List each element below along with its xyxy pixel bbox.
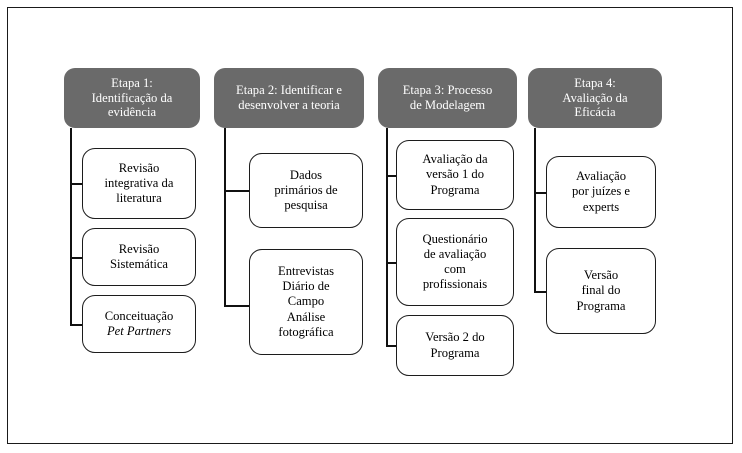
connector-trunk-etapa-3	[386, 128, 388, 347]
node-line: Questionário	[422, 231, 488, 246]
node-line: Pet Partners	[106, 324, 171, 338]
node-line: Diário de	[282, 279, 330, 294]
node-line: Sistemática	[109, 257, 169, 271]
node-line: integrativa da	[104, 175, 174, 190]
node-line: primários de	[274, 182, 338, 197]
node-line: Versão	[583, 268, 619, 283]
connector-stub-questionario-avaliacao	[386, 262, 396, 264]
connector-trunk-etapa-2	[224, 128, 226, 307]
node-line: com	[444, 262, 466, 276]
header-line: Avaliação da	[562, 90, 628, 105]
connector-stub-avaliacao-juizes-experts	[534, 192, 546, 194]
node-line: pesquisa	[284, 198, 328, 213]
connector-stub-versao-2-programa	[386, 345, 396, 347]
header-line: Eficácia	[574, 105, 616, 120]
node-line: Campo	[287, 294, 325, 309]
header-line: Identificação da	[91, 90, 173, 105]
connector-trunk-etapa-1	[70, 128, 72, 326]
node-line: Versão 2 do	[425, 330, 485, 345]
node-line: Programa	[430, 345, 480, 360]
connector-stub-entrevistas-diario-analise	[224, 305, 249, 307]
header-line: Etapa 2: Identificar e	[236, 83, 342, 98]
node-line: Programa	[576, 298, 626, 313]
node-line: experts	[582, 199, 620, 214]
node-line: Avaliação da	[422, 152, 488, 167]
node-line: Revisão	[118, 160, 160, 175]
connector-stub-conceituacao-pet-partners	[70, 324, 82, 326]
node-line: Dados	[289, 167, 323, 182]
connector-stub-dados-primarios	[224, 190, 249, 192]
node-line: versão 1 do	[425, 167, 485, 182]
node-line: de avaliação	[423, 246, 487, 261]
node-line: Análise	[286, 309, 326, 324]
node-line: Avaliação	[575, 169, 627, 184]
node-line: Conceituação	[104, 308, 174, 323]
node-line: por juízes e	[571, 184, 631, 199]
node-line: Revisão	[118, 241, 160, 256]
connector-stub-avaliacao-versao-1	[386, 175, 396, 177]
header-line: evidência	[107, 105, 157, 120]
header-line: Etapa 3: Processo	[402, 83, 493, 98]
connector-stub-versao-final-programa	[534, 291, 546, 293]
connector-stub-revisao-sistematica	[70, 257, 82, 259]
header-line: Etapa 4:	[574, 75, 616, 90]
node-line: profissionais	[422, 277, 488, 292]
node-line: Entrevistas	[278, 264, 334, 279]
connector-stub-revisao-integrativa	[70, 183, 82, 185]
node-line: literatura	[116, 191, 162, 206]
header-line: de Modelagem	[409, 98, 486, 112]
node-line: fotográfica	[278, 324, 334, 339]
header-line: desenvolver a teoria	[238, 98, 340, 112]
header-line: Etapa 1:	[111, 75, 153, 90]
connector-trunk-etapa-4	[534, 128, 536, 293]
node-line: Programa	[430, 182, 480, 197]
node-line: final do	[581, 283, 621, 298]
